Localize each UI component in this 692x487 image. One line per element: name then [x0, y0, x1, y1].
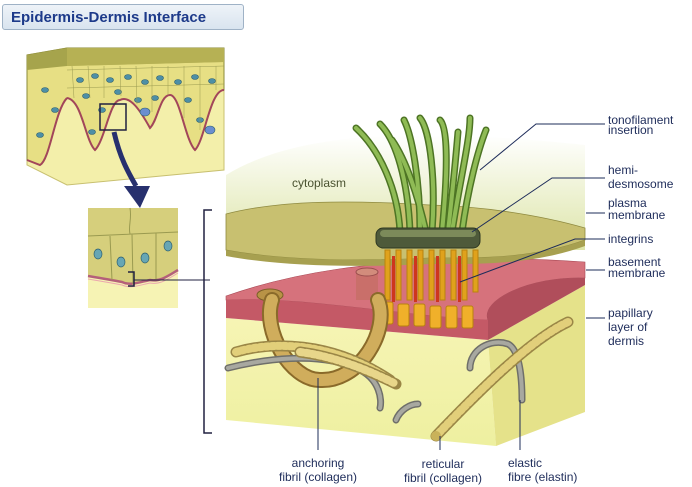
zoomed-cell-panel — [87, 207, 210, 308]
page-title: Epidermis-Dermis Interface — [11, 9, 207, 26]
integrins — [381, 249, 479, 329]
label-hemidesmosome-1: hemi- — [608, 163, 638, 177]
label-basement-membrane-1: basement — [608, 255, 661, 269]
label-tonofilament-1: tonofilament — [608, 113, 674, 127]
reticular-fibrils — [230, 316, 574, 442]
label-reticular-2: fibril (collagen) — [404, 471, 482, 485]
label-reticular-1: reticular — [422, 457, 465, 471]
bracket — [203, 209, 212, 434]
label-papillary-3: dermis — [608, 334, 644, 348]
label-anchoring-2: fibril (collagen) — [279, 470, 357, 484]
title-box: Epidermis-Dermis Interface — [2, 4, 244, 30]
anchoring-fibril — [262, 292, 389, 388]
zoom-arrow — [111, 131, 150, 208]
epidermis-overview — [26, 47, 225, 186]
label-basement-membrane-2: membrane — [608, 266, 666, 280]
label-papillary-2: layer of — [608, 320, 648, 334]
label-anchoring-1: anchoring — [292, 456, 345, 470]
label-hemidesmosome-2: desmosome — [608, 177, 674, 191]
label-plasma-membrane-1: plasma — [608, 196, 647, 210]
leader-lines — [317, 123, 605, 450]
label-papillary-1: papillary — [608, 306, 653, 320]
label-cytoplasm: cytoplasm — [292, 176, 346, 190]
label-elastic-2: fibre (elastin) — [508, 470, 577, 484]
label-integrins: integrins — [608, 232, 653, 246]
label-plasma-membrane-2: membrane — [608, 208, 666, 222]
tonofilaments — [352, 114, 490, 236]
label-tonofilament-2: insertion — [608, 123, 653, 137]
label-elastic-1: elastic — [508, 456, 542, 470]
hemidesmosome — [375, 227, 481, 249]
